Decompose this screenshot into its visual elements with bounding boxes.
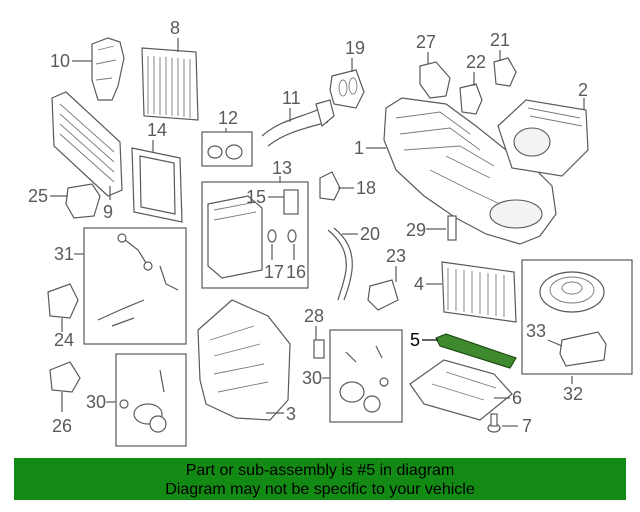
box-32 [521, 259, 633, 375]
part-5-highlighted[interactable] [435, 333, 517, 369]
part-16-17-seals [267, 229, 297, 243]
part-24-actuator [47, 283, 79, 319]
part-21-actuator [493, 57, 517, 87]
callout-29[interactable]: 29 [406, 220, 426, 240]
callout-14[interactable]: 14 [147, 120, 167, 140]
callout-21[interactable]: 21 [490, 30, 510, 50]
part-30-flap-left [119, 369, 167, 433]
callout-7[interactable]: 7 [522, 416, 532, 436]
footer-line-1: Part or sub-assembly is #5 in diagram [185, 462, 455, 479]
part-6-tray [409, 359, 513, 421]
part-3-lower-housing [197, 299, 291, 421]
footer-notice: Part or sub-assembly is #5 in diagram Di… [14, 458, 626, 500]
footer-line-2: Diagram may not be specific to your vehi… [165, 481, 475, 498]
part-30-flap-right [339, 345, 389, 413]
box-30-right [329, 329, 403, 423]
parts-diagram: 10 8 9 14 25 12 11 [28, 18, 633, 447]
callout-32[interactable]: 32 [563, 384, 583, 404]
callout-33[interactable]: 33 [526, 321, 546, 341]
part-28-sensor [313, 339, 325, 359]
callout-2[interactable]: 2 [578, 80, 588, 100]
callout-12[interactable]: 12 [218, 108, 238, 128]
callout-30-left[interactable]: 30 [86, 392, 106, 412]
part-11-pipes [261, 99, 335, 147]
callout-19[interactable]: 19 [345, 38, 365, 58]
part-26-actuator [49, 361, 81, 393]
part-20-hose [327, 227, 353, 301]
part-8-heater-core [141, 47, 199, 121]
callout-26[interactable]: 26 [52, 416, 72, 436]
part-22-actuator [459, 83, 483, 115]
callout-13[interactable]: 13 [272, 158, 292, 178]
callout-6[interactable]: 6 [512, 388, 522, 408]
part-2-housing-cover [497, 99, 589, 177]
callout-22[interactable]: 22 [466, 52, 486, 72]
callout-18[interactable]: 18 [356, 178, 376, 198]
callout-8[interactable]: 8 [170, 18, 180, 38]
part-25-clip [65, 183, 101, 219]
part-1-hvac-housing [383, 97, 557, 245]
part-14-frame [131, 147, 183, 223]
part-27-actuator [419, 61, 451, 99]
callout-30-right[interactable]: 30 [302, 368, 322, 388]
part-29-sensor [447, 215, 457, 241]
callout-25[interactable]: 25 [28, 186, 48, 206]
part-12-rings [207, 144, 243, 160]
callout-9[interactable]: 9 [103, 202, 113, 222]
part-31-linkages [97, 233, 179, 327]
callout-23[interactable]: 23 [386, 246, 406, 266]
callout-4[interactable]: 4 [414, 274, 424, 294]
box-13 [201, 181, 309, 289]
callout-17[interactable]: 17 [264, 262, 284, 282]
part-9-evaporator [51, 91, 123, 197]
callout-3[interactable]: 3 [286, 404, 296, 424]
callout-20[interactable]: 20 [360, 224, 380, 244]
part-4-cabin-filter [441, 261, 517, 323]
callout-10[interactable]: 10 [50, 51, 70, 71]
part-7-bolt [487, 413, 501, 433]
callout-5[interactable]: 5 [410, 330, 420, 350]
callout-24[interactable]: 24 [54, 330, 74, 350]
part-19-gasket [329, 69, 365, 109]
part-10-bracket [91, 37, 125, 101]
box-31 [83, 227, 187, 345]
callout-27[interactable]: 27 [416, 32, 436, 52]
callout-28[interactable]: 28 [304, 306, 324, 326]
part-33-resistor [559, 331, 607, 367]
part-18-clip [319, 171, 341, 201]
box-30-left [115, 353, 187, 447]
part-15-valve [283, 189, 299, 215]
part-32-blower-motor [539, 271, 605, 313]
callout-15[interactable]: 15 [246, 187, 266, 207]
callout-31[interactable]: 31 [54, 244, 74, 264]
callout-11[interactable]: 11 [282, 88, 301, 108]
callout-16[interactable]: 16 [286, 262, 306, 282]
box-12 [201, 131, 253, 167]
part-23-module [367, 279, 399, 311]
part-13-evaporator [207, 195, 263, 279]
callout-1[interactable]: 1 [354, 138, 364, 158]
